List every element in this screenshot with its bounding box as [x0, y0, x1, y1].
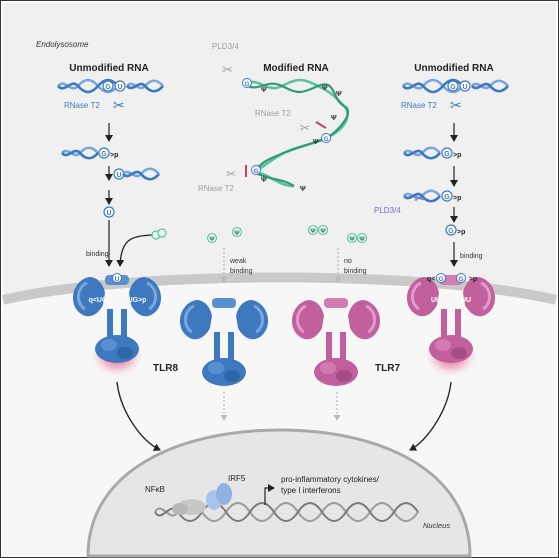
- irf5-factor: [206, 483, 232, 510]
- svg-text:G: G: [444, 151, 450, 158]
- svg-text:G: G: [438, 276, 443, 283]
- transcription-arrow: [264, 484, 275, 505]
- svg-text:Ψ: Ψ: [261, 177, 267, 184]
- output-line2: type I interferons: [281, 486, 341, 495]
- right-header: Unmodified RNA: [414, 63, 493, 74]
- right-column: G U RNase T2 ✂ G >p G >p PLD3/4 ✂ G >p b…: [374, 78, 510, 267]
- output-line1: pro-inflammatory cytokines/: [281, 475, 380, 484]
- svg-text:Ψ: Ψ: [349, 236, 354, 243]
- left-binding-label: binding: [86, 251, 109, 258]
- svg-text:U: U: [115, 276, 120, 283]
- svg-text:>p: >p: [110, 152, 118, 159]
- tlr7-active: q< G G >p UU UU: [405, 273, 497, 377]
- nucleus: [86, 428, 472, 558]
- mid-rnase-bottom-label: RNase T2: [198, 184, 234, 193]
- svg-text:Ψ: Ψ: [320, 228, 325, 235]
- svg-text:UU: UU: [431, 297, 441, 304]
- left-column: G U RNase T2 ✂ G >p U U binding: [56, 78, 167, 267]
- svg-text:binding: binding: [230, 268, 253, 275]
- svg-text:G: G: [450, 84, 456, 91]
- middle-column: PLD3/4 ✂ G Ψ Ψ Ψ Ψ G Ψ G Ψ Ψ RNase T2 ✂ …: [198, 42, 368, 283]
- svg-text:G: G: [444, 194, 450, 201]
- mid-rnase-bottom-scissors-icon: ✂: [226, 167, 236, 181]
- svg-text:Ψ: Ψ: [209, 236, 214, 243]
- svg-text:U: U: [116, 172, 121, 179]
- svg-text:Ψ: Ψ: [322, 85, 328, 92]
- svg-text:>p: >p: [453, 152, 461, 159]
- svg-text:U: U: [106, 210, 111, 217]
- svg-text:Ψ: Ψ: [310, 228, 315, 235]
- svg-text:Ψ: Ψ: [261, 87, 267, 94]
- svg-text:>p: >p: [457, 229, 465, 236]
- svg-text:Ψ: Ψ: [234, 230, 239, 237]
- svg-text:UU: UU: [461, 297, 471, 304]
- svg-text:weak: weak: [229, 258, 247, 265]
- svg-text:U: U: [462, 84, 467, 91]
- mid-pld-scissors-icon: ✂: [222, 62, 233, 77]
- right-binding-label: binding: [460, 253, 483, 260]
- tlr7-label: TLR7: [375, 363, 400, 374]
- svg-text:G: G: [253, 168, 258, 175]
- svg-text:no: no: [344, 258, 352, 265]
- left-header: Unmodified RNA: [69, 63, 148, 74]
- svg-text:Ψ: Ψ: [359, 236, 364, 243]
- svg-text:q<UG: q<UG: [89, 297, 108, 304]
- svg-text:Ψ: Ψ: [331, 115, 337, 122]
- svg-text:Ψ: Ψ: [336, 91, 342, 98]
- svg-text:>p: >p: [453, 195, 461, 202]
- mid-pld-label: PLD3/4: [212, 42, 239, 51]
- svg-text:G: G: [244, 81, 249, 88]
- svg-text:Ψ: Ψ: [300, 186, 306, 193]
- right-pld-scissors-icon: ✂: [414, 191, 425, 206]
- right-scissors-icon: ✂: [450, 97, 462, 113]
- svg-text:G: G: [105, 84, 111, 91]
- right-rnase-label: RNase T2: [401, 101, 437, 110]
- middle-header: Modified RNA: [263, 63, 329, 74]
- tlr8-label: TLR8: [153, 363, 178, 374]
- irf5-label: IRF5: [228, 474, 246, 483]
- svg-text:G: G: [458, 276, 463, 283]
- svg-text:G: G: [323, 136, 328, 143]
- left-rnase-label: RNase T2: [64, 101, 100, 110]
- svg-text:q<: q<: [427, 276, 435, 283]
- nucleus-label: Nucleus: [423, 521, 450, 530]
- right-pld-label: PLD3/4: [374, 206, 401, 215]
- nfkb-label: NFκB: [145, 485, 165, 494]
- svg-text:U: U: [117, 84, 122, 91]
- tlr8-active: U q<UG UG>p: [71, 273, 163, 377]
- left-u-nucleotide: [114, 80, 126, 92]
- svg-text:G: G: [448, 228, 454, 235]
- svg-text:binding: binding: [344, 268, 367, 275]
- psi-nucleosides: Ψ Ψ Ψ Ψ Ψ Ψ: [206, 224, 368, 244]
- left-u-single: [103, 206, 115, 218]
- svg-text:Ψ: Ψ: [313, 139, 319, 146]
- svg-text:UG>p: UG>p: [128, 297, 147, 304]
- svg-text:>p: >p: [469, 276, 477, 283]
- left-g-nucleotide: [102, 80, 114, 92]
- endolysosome-membrane: [1, 272, 558, 305]
- endolysosome-lumen: [3, 3, 556, 300]
- endolysosome-label: Endolysosome: [36, 40, 89, 49]
- left-scissors-icon: ✂: [113, 97, 125, 113]
- nfkb-factor: [172, 499, 206, 515]
- mid-rnase-top-scissors-icon: ✂: [300, 121, 310, 135]
- mid-rnase-top-label: RNase T2: [255, 109, 291, 118]
- svg-text:G: G: [101, 151, 107, 158]
